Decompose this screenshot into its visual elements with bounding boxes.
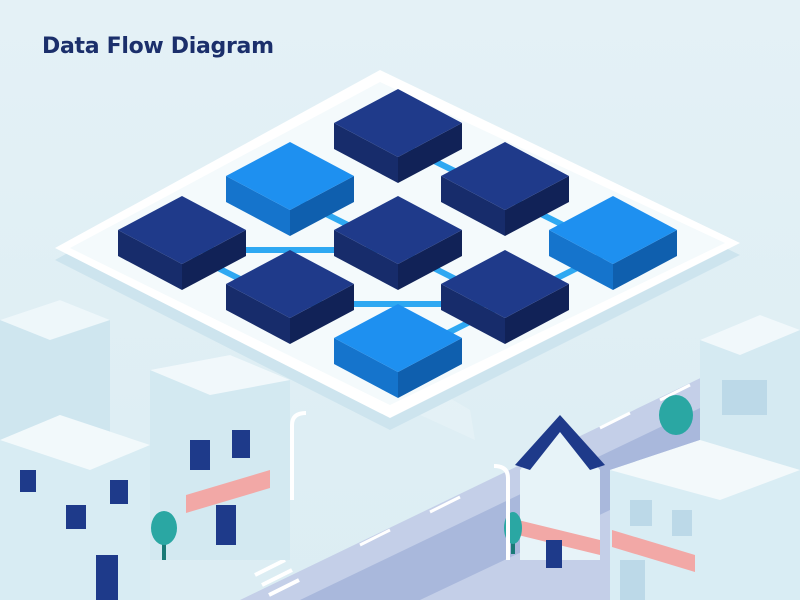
- node-top-face: [334, 89, 462, 157]
- node-right-face: [398, 123, 462, 183]
- node-grid: [118, 89, 677, 398]
- window: [672, 510, 692, 536]
- tree-left: [151, 511, 177, 560]
- node-top-face: [441, 142, 569, 210]
- node-n8: [441, 250, 569, 344]
- node-right-face: [505, 284, 569, 344]
- node-n9: [334, 304, 462, 398]
- crosswalk: [254, 558, 300, 597]
- node-n6: [549, 196, 677, 290]
- window: [620, 560, 645, 600]
- node-top-face: [118, 196, 246, 264]
- window: [190, 440, 210, 470]
- node-left-face: [441, 284, 505, 344]
- node-left-face: [118, 230, 182, 290]
- node-right-face: [398, 338, 462, 398]
- window: [20, 470, 36, 492]
- lane-marking: [359, 528, 391, 547]
- node-n3: [441, 142, 569, 236]
- building-right-front: [610, 440, 800, 600]
- node-top-face: [226, 142, 354, 210]
- node-left-face: [549, 230, 613, 290]
- node-top-face: [549, 196, 677, 264]
- lane-marking: [599, 411, 631, 430]
- window: [110, 480, 128, 504]
- lane-marking: [659, 383, 691, 402]
- node-top-face: [334, 196, 462, 264]
- window: [722, 380, 767, 415]
- street-lamp-right: [493, 464, 510, 560]
- door: [96, 555, 118, 600]
- street-lamp-left: [290, 411, 307, 500]
- node-left-face: [334, 338, 398, 398]
- awning: [518, 520, 600, 555]
- node-top-face: [226, 250, 354, 318]
- node-left-face: [226, 284, 290, 344]
- node-n1: [334, 89, 462, 183]
- door: [546, 540, 562, 568]
- house-right: [515, 415, 605, 568]
- building-right-back: [700, 315, 800, 470]
- window: [66, 505, 86, 529]
- building-left-front: [0, 415, 150, 600]
- lane-marking: [429, 495, 461, 514]
- node-right-face: [290, 176, 354, 236]
- node-top-face: [334, 304, 462, 372]
- node-right-face: [290, 284, 354, 344]
- node-left-face: [441, 176, 505, 236]
- node-left-face: [334, 123, 398, 183]
- tree-right-back: [659, 395, 693, 435]
- node-right-face: [613, 230, 677, 290]
- node-left-face: [334, 230, 398, 290]
- node-left-face: [226, 176, 290, 236]
- awning: [186, 470, 270, 513]
- node-n4: [118, 196, 246, 290]
- window: [630, 500, 652, 526]
- node-top-face: [441, 250, 569, 318]
- door: [216, 505, 236, 545]
- awning: [612, 530, 695, 572]
- node-n5: [334, 196, 462, 290]
- node-n7: [226, 250, 354, 344]
- page-title: Data Flow Diagram: [42, 34, 274, 59]
- window: [232, 430, 250, 458]
- node-right-face: [182, 230, 246, 290]
- node-n2: [226, 142, 354, 236]
- node-right-face: [505, 176, 569, 236]
- node-right-face: [398, 230, 462, 290]
- building-center-left: [150, 355, 290, 560]
